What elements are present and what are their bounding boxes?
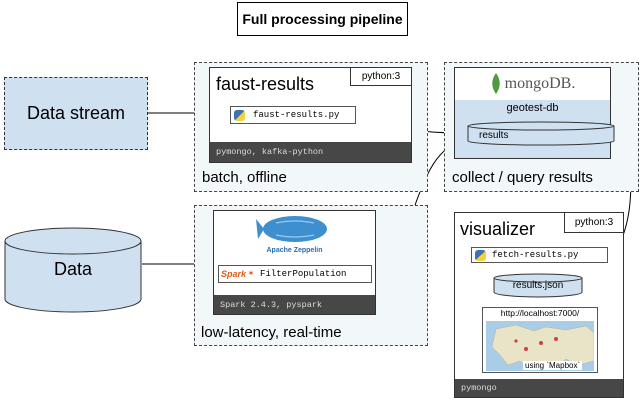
results-json-node: results.json [493, 273, 583, 298]
spark-group-caption: low-latency, real-time [201, 324, 342, 341]
faust-file-name: faust-results.py [253, 110, 340, 120]
map-caption: using `Mapbox` [523, 361, 583, 370]
map-preview: http://localhost:7000/ using `Mapbox` [482, 307, 598, 373]
faust-card-title: faust-results [216, 74, 315, 94]
mongo-database-name: geotest-db [506, 102, 559, 114]
faust-runtime-badge: python:3 [350, 68, 411, 86]
visualizer-file-name: fetch-results.py [492, 250, 579, 260]
visualizer-card-title: visualizer [460, 219, 536, 239]
mongodb-leaf-icon [491, 73, 500, 94]
visualizer-file: fetch-results.py [471, 247, 608, 263]
data-stream-node: Data stream [4, 77, 148, 150]
faust-group-caption: batch, offline [202, 169, 287, 186]
python-icon [234, 109, 245, 121]
spark-logo-text: Spark [221, 269, 247, 279]
page-title: Full processing pipeline [237, 2, 408, 36]
spark-card: Apache Zeppelin Spark ✶ FilterPopulation… [213, 210, 376, 315]
faust-deps-footer: pymongo, kafka-python [210, 142, 411, 162]
visualizer-card: visualizer python:3 fetch-results.py res… [454, 212, 624, 398]
collection-cylinder-icon [467, 121, 615, 146]
faust-file: faust-results.py [230, 106, 356, 124]
data-store-node: Data [4, 227, 142, 313]
spark-file-name: FilterPopulation [260, 269, 347, 279]
spark-file: Spark ✶ FilterPopulation [218, 265, 372, 283]
visualizer-runtime-badge: python:3 [564, 213, 623, 233]
results-json-label: results.json [512, 280, 564, 291]
zeppelin-logo-text: Apache Zeppelin [266, 247, 323, 254]
database-cylinder-icon [4, 227, 142, 313]
spark-deps-footer: Spark 2.4.3, pyspark [214, 295, 375, 314]
data-stream-label: Data stream [26, 103, 126, 123]
mongo-collection-label: results [479, 130, 509, 141]
json-cylinder-icon [493, 273, 583, 298]
zeppelin-icon [256, 216, 327, 242]
spark-star-icon: ✶ [248, 269, 255, 280]
mongo-collection: results [467, 121, 615, 147]
visualizer-deps-footer: pymongo [455, 379, 623, 397]
python-icon [475, 249, 486, 261]
mongo-logo-text: mongoDB. [504, 75, 576, 92]
mongo-group-caption: collect / query results [452, 169, 593, 186]
map-url: http://localhost:7000/ [500, 308, 580, 318]
faust-card: faust-results python:3 faust-results.py … [209, 67, 412, 163]
mongo-card: mongoDB. geotest-db results [454, 67, 615, 159]
mongo-logo: mongoDB. [455, 68, 610, 100]
data-store-label: Data [53, 259, 93, 279]
